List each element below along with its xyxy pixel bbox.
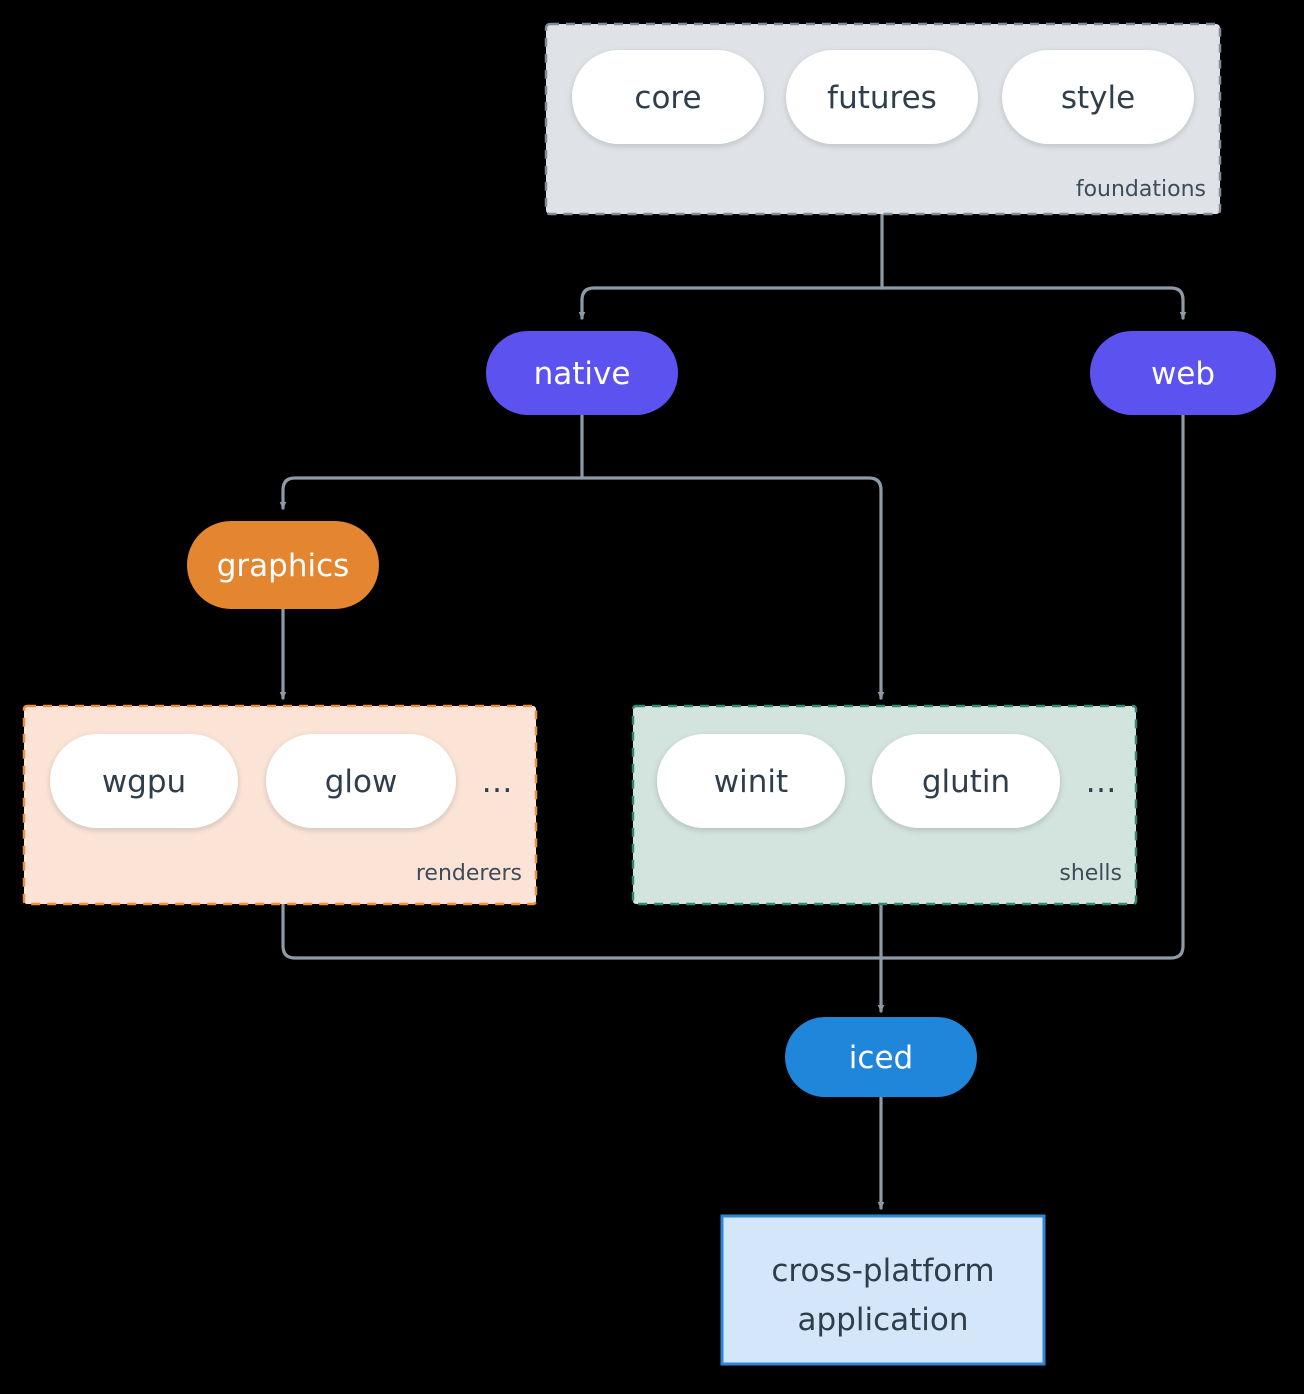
edge-renderers-to-iced bbox=[281, 902, 883, 960]
group-renderers: wgpu glow … renderers bbox=[22, 704, 538, 906]
pill-wgpu-label: wgpu bbox=[102, 764, 186, 800]
pill-glow-label: glow bbox=[325, 764, 398, 800]
application-box-shape bbox=[720, 1214, 1046, 1366]
node-graphics[interactable]: graphics bbox=[187, 521, 379, 609]
node-native-label: native bbox=[534, 356, 631, 392]
node-graphics-label: graphics bbox=[217, 548, 350, 584]
node-native[interactable]: native bbox=[486, 331, 678, 415]
group-foundations: core futures style foundations bbox=[544, 22, 1222, 216]
node-iced-label: iced bbox=[849, 1040, 913, 1076]
application-box-line-2: application bbox=[798, 1302, 969, 1338]
group-foundations-label: foundations bbox=[1076, 177, 1206, 202]
pill-style[interactable] bbox=[1002, 50, 1194, 144]
edge-foundations-to-native bbox=[578, 286, 884, 320]
node-graphics-shape bbox=[187, 521, 379, 609]
group-renderers-label: renderers bbox=[416, 861, 522, 886]
application-box-line-1: cross-platform bbox=[771, 1253, 994, 1289]
node-web-shape bbox=[1090, 331, 1276, 415]
renderers-ellipsis: … bbox=[482, 764, 515, 800]
pill-futures[interactable] bbox=[786, 50, 978, 144]
node-web[interactable]: web bbox=[1090, 331, 1276, 415]
edge-native-to-shells bbox=[580, 476, 885, 700]
node-iced[interactable]: iced bbox=[785, 1017, 977, 1097]
pill-wgpu[interactable] bbox=[50, 734, 238, 828]
pill-glutin[interactable] bbox=[872, 734, 1060, 828]
node-iced-shape bbox=[785, 1017, 977, 1097]
pill-futures-label: futures bbox=[827, 80, 937, 116]
edge-foundations-to-web bbox=[880, 286, 1187, 320]
pill-glow[interactable] bbox=[266, 734, 456, 828]
pill-core[interactable] bbox=[572, 50, 764, 144]
pill-glutin-label: glutin bbox=[922, 764, 1010, 800]
pill-core-label: core bbox=[634, 80, 701, 116]
pill-style-label: style bbox=[1061, 80, 1135, 116]
edge-web-to-iced bbox=[879, 413, 1185, 960]
group-shells: winit glutin … shells bbox=[631, 704, 1138, 906]
group-shells-label: shells bbox=[1059, 861, 1122, 886]
node-native-shape bbox=[486, 331, 678, 415]
shells-ellipsis: … bbox=[1086, 764, 1119, 800]
edge-layer bbox=[279, 212, 1187, 1210]
pill-winit-label: winit bbox=[714, 764, 788, 800]
node-web-label: web bbox=[1151, 356, 1215, 392]
node-cross-platform-application[interactable]: cross-platform application bbox=[720, 1214, 1046, 1366]
edge-native-to-graphics bbox=[279, 476, 584, 510]
pill-winit[interactable] bbox=[657, 734, 845, 828]
